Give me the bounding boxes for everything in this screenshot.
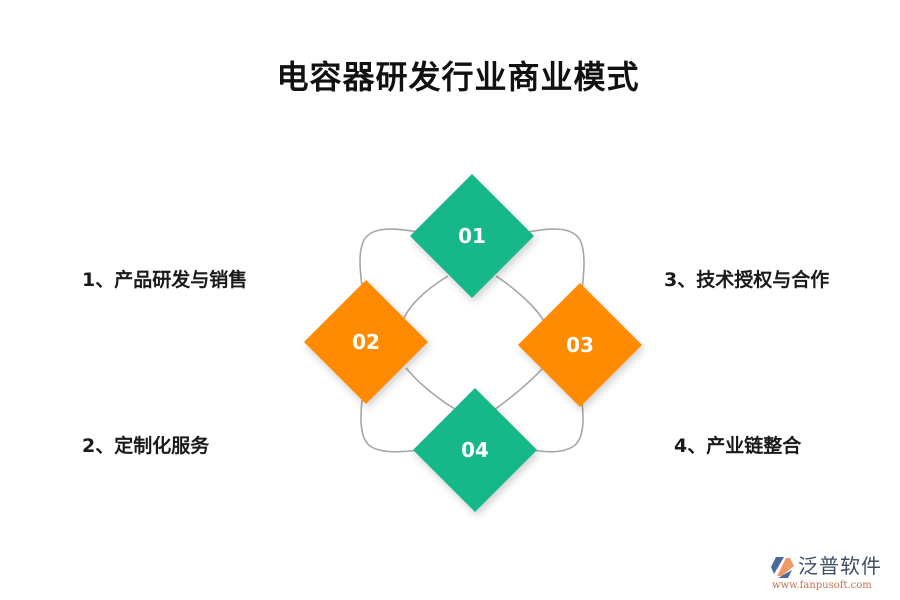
logo-url: www.fanpusoft.com [772, 580, 872, 591]
diamond-number-04: 04 [461, 438, 489, 462]
logo-hexagon-icon [769, 555, 795, 579]
logo-name: 泛普软件 [798, 554, 882, 578]
diamond-02 [304, 280, 428, 404]
diamond-03 [518, 283, 642, 407]
diamond-04 [413, 388, 537, 512]
diamond-01 [410, 174, 534, 298]
page-title: 电容器研发行业商业模式 [276, 58, 640, 96]
label-supply-chain-integration: 4、产业链整合 [674, 435, 802, 457]
label-customized-service: 2、定制化服务 [82, 435, 210, 457]
diamond-number-03: 03 [566, 333, 594, 357]
label-product-rd-sales: 1、产品研发与销售 [82, 269, 248, 291]
diamond-number-02: 02 [352, 330, 380, 354]
connector-lines [359, 228, 585, 453]
label-tech-licensing: 3、技术授权与合作 [664, 269, 830, 291]
diamond-number-01: 01 [458, 224, 486, 248]
brand-logo: 泛普软件 www.fanpusoft.com [768, 552, 896, 596]
